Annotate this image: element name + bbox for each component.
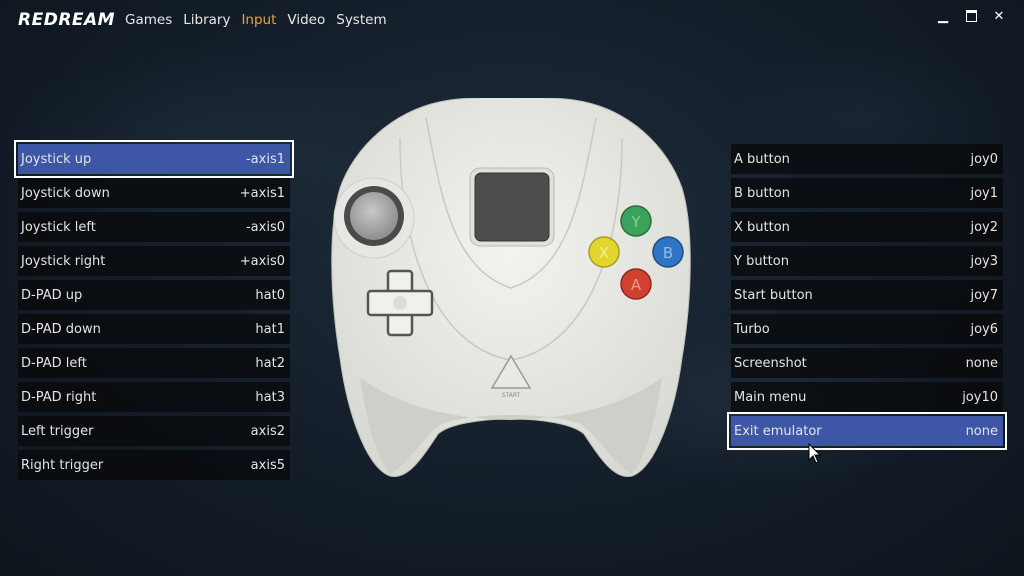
binding-value: joy2	[970, 219, 998, 235]
binding-label: B button	[734, 185, 790, 201]
svg-text:Y: Y	[630, 213, 641, 231]
right-binding-row[interactable]: A button joy0	[731, 144, 1003, 174]
binding-value: axis5	[250, 457, 285, 473]
top-bar: REDREAM Games Library Input Video System…	[0, 0, 1024, 40]
svg-text:A: A	[631, 276, 642, 294]
right-binding-row[interactable]: Y button joy3	[731, 246, 1003, 276]
binding-label: D-PAD right	[21, 389, 97, 405]
left-binding-row[interactable]: Joystick left -axis0	[18, 212, 290, 242]
right-bindings-list: A button joy0 B button joy1 X button joy2 Y bu…	[727, 144, 1007, 450]
nav-input[interactable]: Input	[241, 12, 277, 28]
binding-label: X button	[734, 219, 790, 235]
binding-value: none	[965, 355, 998, 371]
binding-label: Joystick left	[21, 219, 96, 235]
a-button-icon: A	[620, 268, 652, 300]
nav-library[interactable]: Library	[183, 12, 231, 28]
left-binding-row[interactable]: Joystick up -axis1	[14, 140, 294, 178]
binding-value: none	[965, 423, 998, 439]
binding-label: D-PAD left	[21, 355, 87, 371]
x-button-icon: X	[588, 236, 620, 268]
left-binding-row[interactable]: Left trigger axis2	[18, 416, 290, 446]
binding-label: Right trigger	[21, 457, 104, 473]
binding-value: hat2	[255, 355, 285, 371]
binding-label: Joystick right	[21, 253, 106, 269]
right-binding-row[interactable]: X button joy2	[731, 212, 1003, 242]
binding-label: Joystick up	[21, 151, 92, 167]
binding-value: +axis0	[239, 253, 285, 269]
minimize-icon[interactable]: ▁	[938, 8, 948, 24]
binding-value: -axis1	[245, 151, 285, 167]
binding-label: Start button	[734, 287, 813, 303]
right-binding-row[interactable]: Main menu joy10	[731, 382, 1003, 412]
nav-video[interactable]: Video	[287, 12, 326, 28]
binding-value: joy0	[970, 151, 998, 167]
binding-label: Exit emulator	[734, 423, 822, 439]
binding-label: D-PAD down	[21, 321, 101, 337]
right-binding-row[interactable]: Exit emulator none	[727, 412, 1007, 450]
binding-value: joy3	[970, 253, 998, 269]
left-binding-row[interactable]: D-PAD up hat0	[18, 280, 290, 310]
binding-label: Main menu	[734, 389, 807, 405]
dreamcast-controller-image: Y X B A START	[331, 98, 691, 477]
left-binding-row[interactable]: D-PAD left hat2	[18, 348, 290, 378]
maximize-icon[interactable]	[964, 8, 978, 24]
binding-label: Joystick down	[21, 185, 110, 201]
binding-label: Y button	[734, 253, 789, 269]
app-logo: REDREAM	[18, 10, 116, 30]
binding-label: Screenshot	[734, 355, 807, 371]
right-binding-row[interactable]: Start button joy7	[731, 280, 1003, 310]
right-binding-row[interactable]: Screenshot none	[731, 348, 1003, 378]
left-binding-row[interactable]: D-PAD down hat1	[18, 314, 290, 344]
binding-value: -axis0	[245, 219, 285, 235]
left-binding-row[interactable]: Joystick down +axis1	[18, 178, 290, 208]
mouse-cursor-icon	[808, 443, 822, 464]
binding-value: hat3	[255, 389, 285, 405]
main-nav: Games Library Input Video System	[125, 12, 398, 28]
binding-value: joy10	[962, 389, 998, 405]
close-icon[interactable]: ✕	[993, 8, 1005, 24]
left-binding-row[interactable]: Joystick right +axis0	[18, 246, 290, 276]
right-binding-row[interactable]: Turbo joy6	[731, 314, 1003, 344]
binding-label: D-PAD up	[21, 287, 83, 303]
nav-games[interactable]: Games	[125, 12, 173, 28]
left-binding-row[interactable]: Right trigger axis5	[18, 450, 290, 480]
binding-value: +axis1	[239, 185, 285, 201]
start-button-icon: START	[490, 354, 532, 399]
svg-text:X: X	[599, 244, 609, 262]
binding-label: Left trigger	[21, 423, 94, 439]
y-button-icon: Y	[620, 205, 652, 237]
binding-label: A button	[734, 151, 790, 167]
binding-label: Turbo	[734, 321, 770, 337]
right-binding-row[interactable]: B button joy1	[731, 178, 1003, 208]
svg-text:START: START	[502, 392, 521, 399]
binding-value: hat0	[255, 287, 285, 303]
binding-value: axis2	[250, 423, 285, 439]
b-button-icon: B	[652, 236, 684, 268]
binding-value: joy7	[970, 287, 998, 303]
binding-value: joy6	[970, 321, 998, 337]
binding-value: hat1	[255, 321, 285, 337]
window-controls: ▁ ✕	[936, 8, 1006, 24]
nav-system[interactable]: System	[336, 12, 387, 28]
svg-text:B: B	[663, 244, 673, 262]
left-binding-row[interactable]: D-PAD right hat3	[18, 382, 290, 412]
binding-value: joy1	[970, 185, 998, 201]
